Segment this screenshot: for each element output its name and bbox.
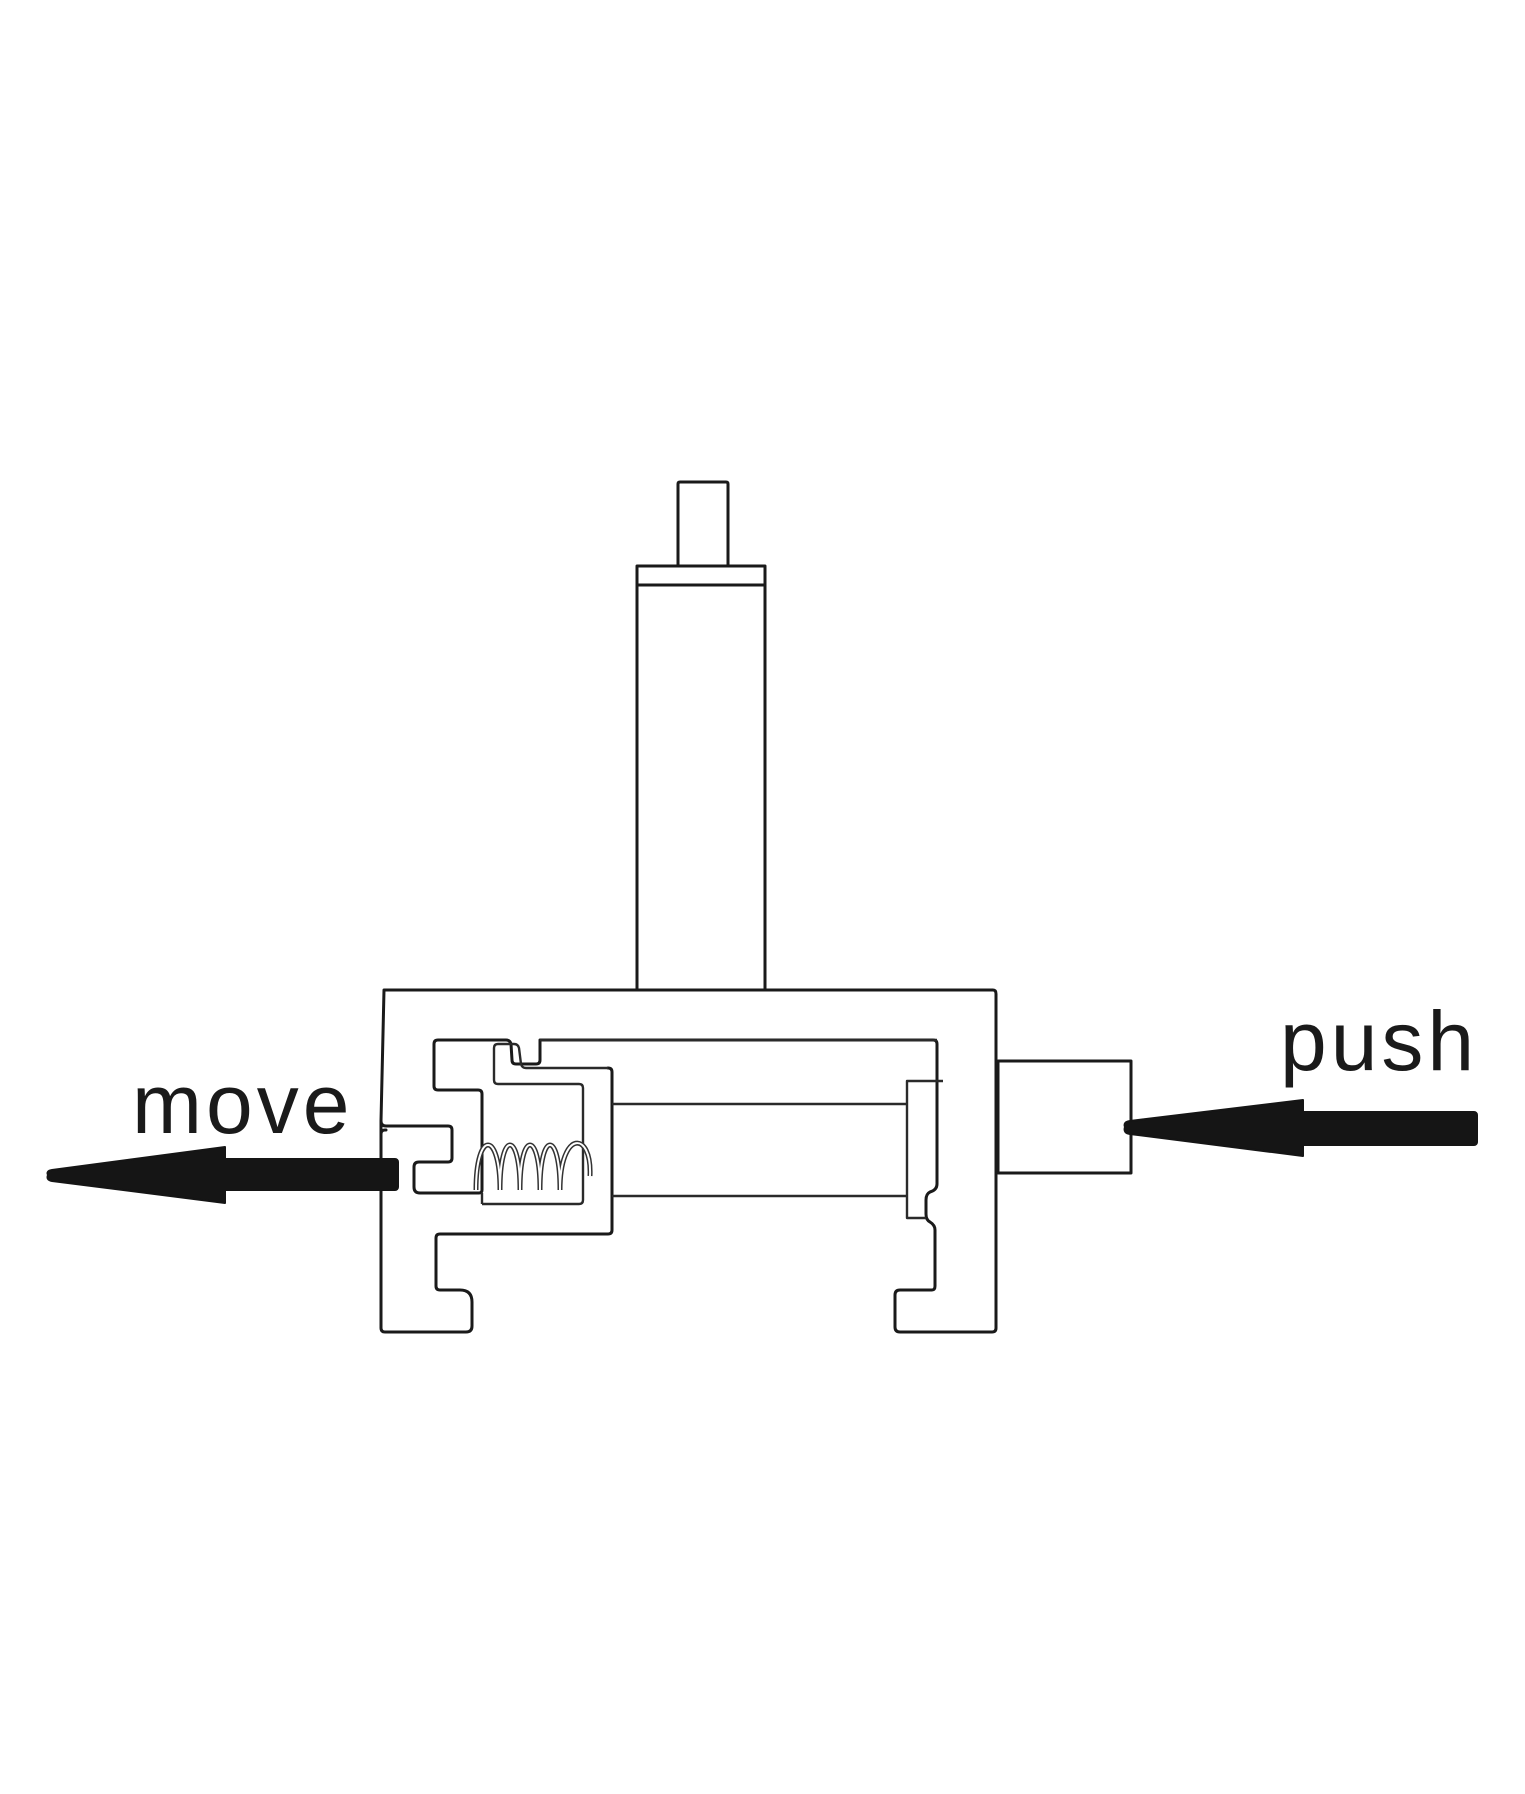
vertical-cylinder [635,583,767,992]
top-pin [676,480,730,568]
push-label: push [1280,994,1478,1088]
spring [473,1140,593,1191]
plunger-rod [612,1102,907,1198]
push-button [996,1059,1133,1175]
collar [635,564,767,587]
push-arrow-icon [1123,1099,1478,1157]
housing [379,988,998,1334]
end-block [905,1079,943,1220]
move-arrow-icon [46,1146,399,1204]
move-label: move [132,1057,353,1151]
housing-lower-left [379,1066,614,1334]
latch-slider [480,1042,608,1206]
